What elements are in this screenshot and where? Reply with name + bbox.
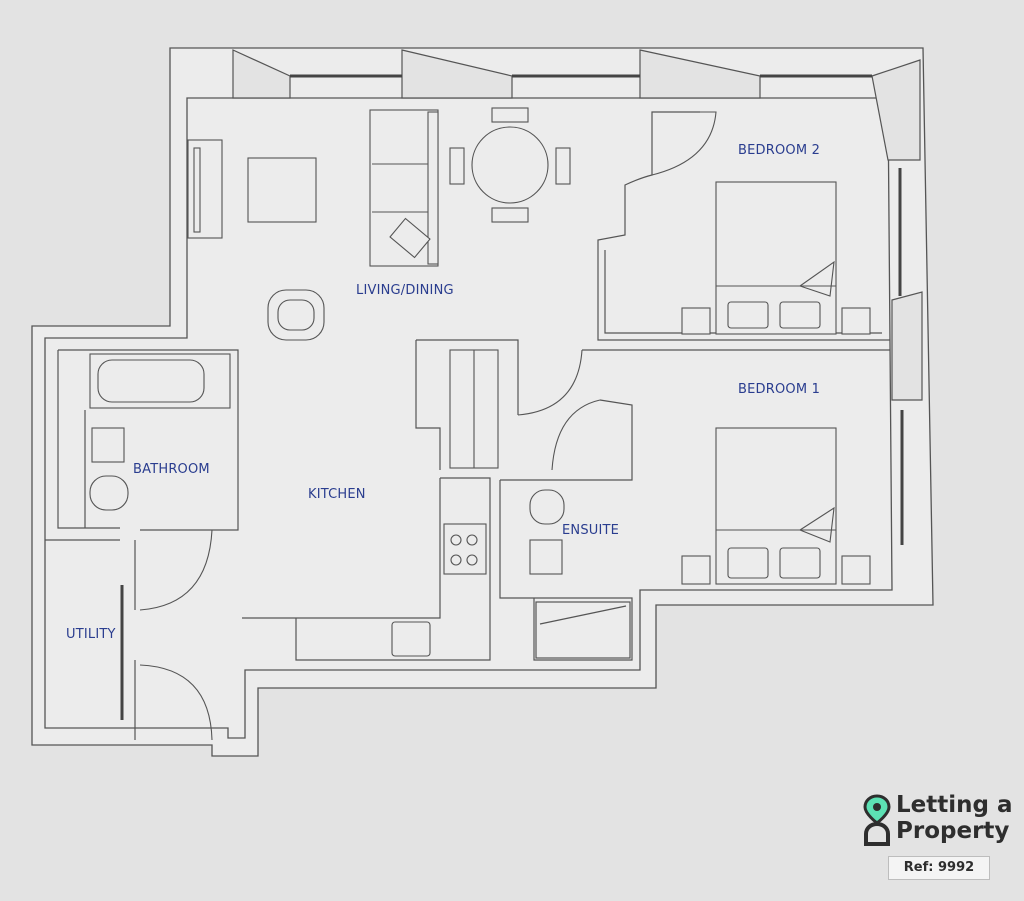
room-label-kitchen: KITCHEN xyxy=(308,487,366,502)
inner-wall xyxy=(44,97,893,739)
dining-table xyxy=(471,126,549,204)
ensuite-wall xyxy=(499,399,633,661)
hob-ring-1 xyxy=(450,534,462,546)
brand-name-line2: Property xyxy=(896,818,1010,844)
kitchen-wall xyxy=(242,477,491,661)
bed-1-duvet-fold xyxy=(716,506,836,543)
brand-name-line1: Letting a xyxy=(896,792,1013,818)
door-bedroom2 xyxy=(651,111,717,176)
brand-logo: Letting a Property xyxy=(862,790,1022,850)
cupboard-wall xyxy=(415,339,519,470)
door-ensuite xyxy=(551,399,601,471)
bedside-1-left xyxy=(681,555,711,585)
window-recess-4 xyxy=(871,59,921,161)
kitchen-sink xyxy=(391,621,431,657)
tv-unit xyxy=(187,139,223,239)
reference-badge: Ref: 9992 xyxy=(888,856,990,880)
hob-ring-3 xyxy=(450,554,462,566)
bathroom-wall xyxy=(57,349,239,531)
bedside-1-right xyxy=(841,555,871,585)
bed-1-pillow-right xyxy=(779,547,821,579)
dining-chair-right xyxy=(555,147,571,185)
bedside-2-right xyxy=(841,307,871,335)
tv xyxy=(193,147,201,233)
shower-tray xyxy=(535,601,631,659)
room-label-bedroom-2: BEDROOM 2 xyxy=(738,143,821,158)
sofa-cushion xyxy=(389,217,431,259)
room-label-utility: UTILITY xyxy=(66,627,116,642)
bathroom-basin xyxy=(91,427,125,463)
armchair-seat xyxy=(277,299,315,331)
dining-chair-left xyxy=(449,147,465,185)
dining-chair-top xyxy=(491,107,529,123)
room-label-ensuite: ENSUITE xyxy=(562,523,620,538)
room-label-bathroom: BATHROOM xyxy=(133,462,210,477)
window-recess-3 xyxy=(639,49,761,99)
room-label-bedroom-1: BEDROOM 1 xyxy=(738,382,821,397)
room-label-living-dining: LIVING/DINING xyxy=(356,283,454,298)
bed-2-pillow-left xyxy=(727,301,769,329)
shower-screen xyxy=(539,605,627,625)
door-cupboard xyxy=(517,349,583,416)
bathroom-wc xyxy=(89,475,129,511)
location-pin-icon xyxy=(863,794,891,846)
window-recess-2 xyxy=(401,49,513,99)
door-bathroom xyxy=(139,529,213,611)
bedroom2-wall xyxy=(597,111,890,341)
sofa-back xyxy=(427,111,439,265)
ensuite-wc xyxy=(529,489,565,525)
bed-2-pillow-right xyxy=(779,301,821,329)
window-recess-5 xyxy=(891,291,923,401)
coffee-table xyxy=(247,157,317,223)
hob-ring-2 xyxy=(466,534,478,546)
dining-chair-bottom xyxy=(491,207,529,223)
bathtub-inner xyxy=(97,359,205,403)
ensuite-basin xyxy=(529,539,563,575)
bed-1-pillow-left xyxy=(727,547,769,579)
utility-wall xyxy=(45,539,136,740)
window-recess-1 xyxy=(232,49,291,99)
bedside-2-left xyxy=(681,307,711,335)
hob-ring-4 xyxy=(466,554,478,566)
hob xyxy=(443,523,487,575)
door-entrance xyxy=(139,664,213,741)
bed-2-duvet-fold xyxy=(716,260,836,297)
